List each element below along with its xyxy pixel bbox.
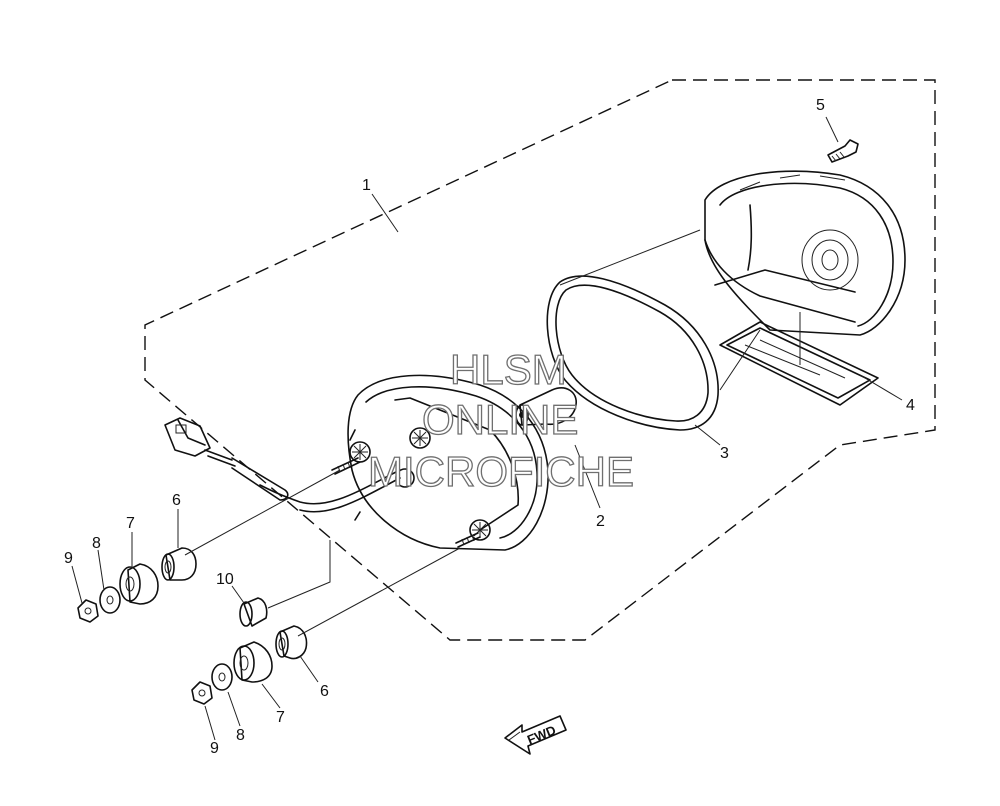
callout-leaders	[71, 116, 903, 741]
callout-7-lower: 7	[276, 709, 285, 726]
fwd-label: FWD	[525, 722, 558, 747]
washer-upper	[99, 586, 121, 614]
lens-panel	[719, 321, 879, 406]
collar-lower	[275, 625, 308, 660]
nut-lower	[191, 681, 213, 705]
spacer	[239, 597, 268, 627]
callout-2: 2	[596, 513, 605, 530]
grommet-lower	[233, 641, 273, 683]
callout-6-lower: 6	[320, 683, 329, 700]
callout-labels: 1 2 3 4 5 6 6 7 7 8 8 9 9 10	[64, 97, 915, 757]
lens-housing	[704, 170, 906, 336]
gasket	[546, 275, 719, 431]
nut-upper	[77, 599, 99, 623]
callout-5: 5	[816, 97, 825, 114]
callout-3: 3	[720, 445, 729, 462]
grommet-upper	[119, 563, 159, 605]
assembly-boundary	[144, 79, 936, 641]
callout-8-lower: 8	[236, 727, 245, 744]
callout-7-upper: 7	[126, 515, 135, 532]
callout-9-lower: 9	[210, 740, 219, 757]
washer-lower	[211, 663, 233, 691]
collar-upper	[161, 547, 197, 581]
screw	[827, 139, 859, 163]
callout-1: 1	[362, 177, 371, 194]
callout-8-upper: 8	[92, 535, 101, 552]
watermark: HLSM ONLINE MICROFICHE	[367, 345, 634, 495]
bulb	[515, 387, 577, 426]
fwd-arrow: FWD	[504, 715, 567, 755]
callout-9-upper: 9	[64, 550, 73, 567]
callout-10: 10	[216, 571, 234, 588]
watermark-line-2: ONLINE	[422, 396, 578, 443]
callout-6-upper: 6	[172, 492, 181, 509]
watermark-line-1: HLSM	[450, 346, 567, 393]
callout-4: 4	[906, 397, 915, 414]
wire-connector	[164, 417, 289, 501]
base-housing	[259, 374, 549, 551]
assembly-guide-lines	[184, 229, 801, 637]
watermark-line-3: MICROFICHE	[368, 448, 634, 495]
